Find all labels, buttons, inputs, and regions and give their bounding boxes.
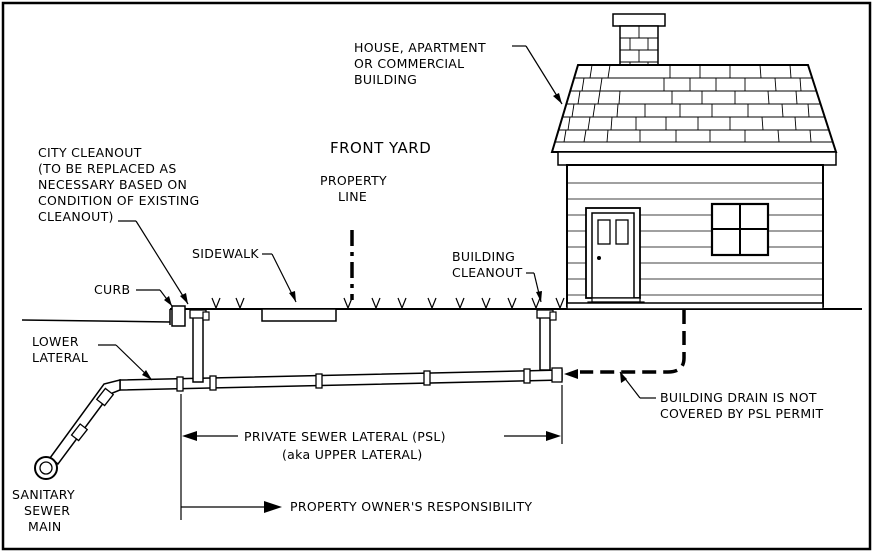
building-drain-arrow-icon [564,369,578,379]
house-label-line-2: OR COMMERCIAL [354,56,464,71]
house-label-line-3: BUILDING [354,72,417,87]
sewer-main-label-3: MAIN [28,519,62,534]
owner-arrow-icon [264,501,282,513]
psl-label-2: (aka UPPER LATERAL) [282,447,423,462]
psl-right-arrow-icon [546,431,561,441]
city-cleanout-label-3: NECESSARY BASED ON [38,177,187,192]
property-line-label-2: LINE [338,189,367,204]
building-cleanout-riser [536,309,557,371]
leader-arrowheads [142,93,627,383]
building-drain-label-2: COVERED BY PSL PERMIT [660,406,823,421]
psl-left-arrow-icon [182,431,197,441]
lower-lateral-label-1: LOWER [32,334,79,349]
house-foundation [566,302,824,310]
building-cleanout-label-2: CLEANOUT [452,265,523,280]
city-cleanout-label-4: CONDITION OF EXISTING [38,193,199,208]
building-cleanout-label-1: BUILDING [452,249,515,264]
property-line-label-1: PROPERTY [320,173,387,188]
house [550,13,838,310]
psl-label-1: PRIVATE SEWER LATERAL (PSL) [244,429,446,444]
sanitary-sewer-main [34,456,58,480]
sewer-main-label-2: SEWER [24,503,70,518]
front-yard-title: FRONT YARD [330,139,431,157]
ground [21,308,862,325]
door-knob-icon [597,256,601,260]
city-cleanout-label-1: CITY CLEANOUT [38,145,142,160]
lower-lateral-label-2: LATERAL [32,350,88,365]
building-drain-label-1: BUILDING DRAIN IS NOT [660,390,817,405]
curb-label: CURB [94,282,130,297]
grass-marks [211,297,565,310]
building-drain [580,310,686,374]
city-cleanout-label-5: CLEANOUT) [38,209,114,224]
sidewalk-slab [261,308,337,322]
house-label-line-1: HOUSE, APARTMENT [354,40,486,55]
chimney-cap [612,13,666,27]
owner-responsibility-arrow [181,501,282,513]
lower-lateral-pipe [48,379,121,466]
private-sewer-lateral-pipe [119,367,563,392]
curb [171,305,186,327]
roof-soffit [557,151,837,166]
sidewalk-label: SIDEWALK [192,246,259,261]
psl-dimension [180,385,563,520]
city-cleanout-label-2: (TO BE REPLACED AS [38,161,177,176]
city-cleanout-riser [189,309,210,383]
owner-responsibility-label: PROPERTY OWNER'S RESPONSIBILITY [290,499,532,514]
door-step [591,297,641,303]
sewer-main-label-1: SANITARY [12,487,75,502]
